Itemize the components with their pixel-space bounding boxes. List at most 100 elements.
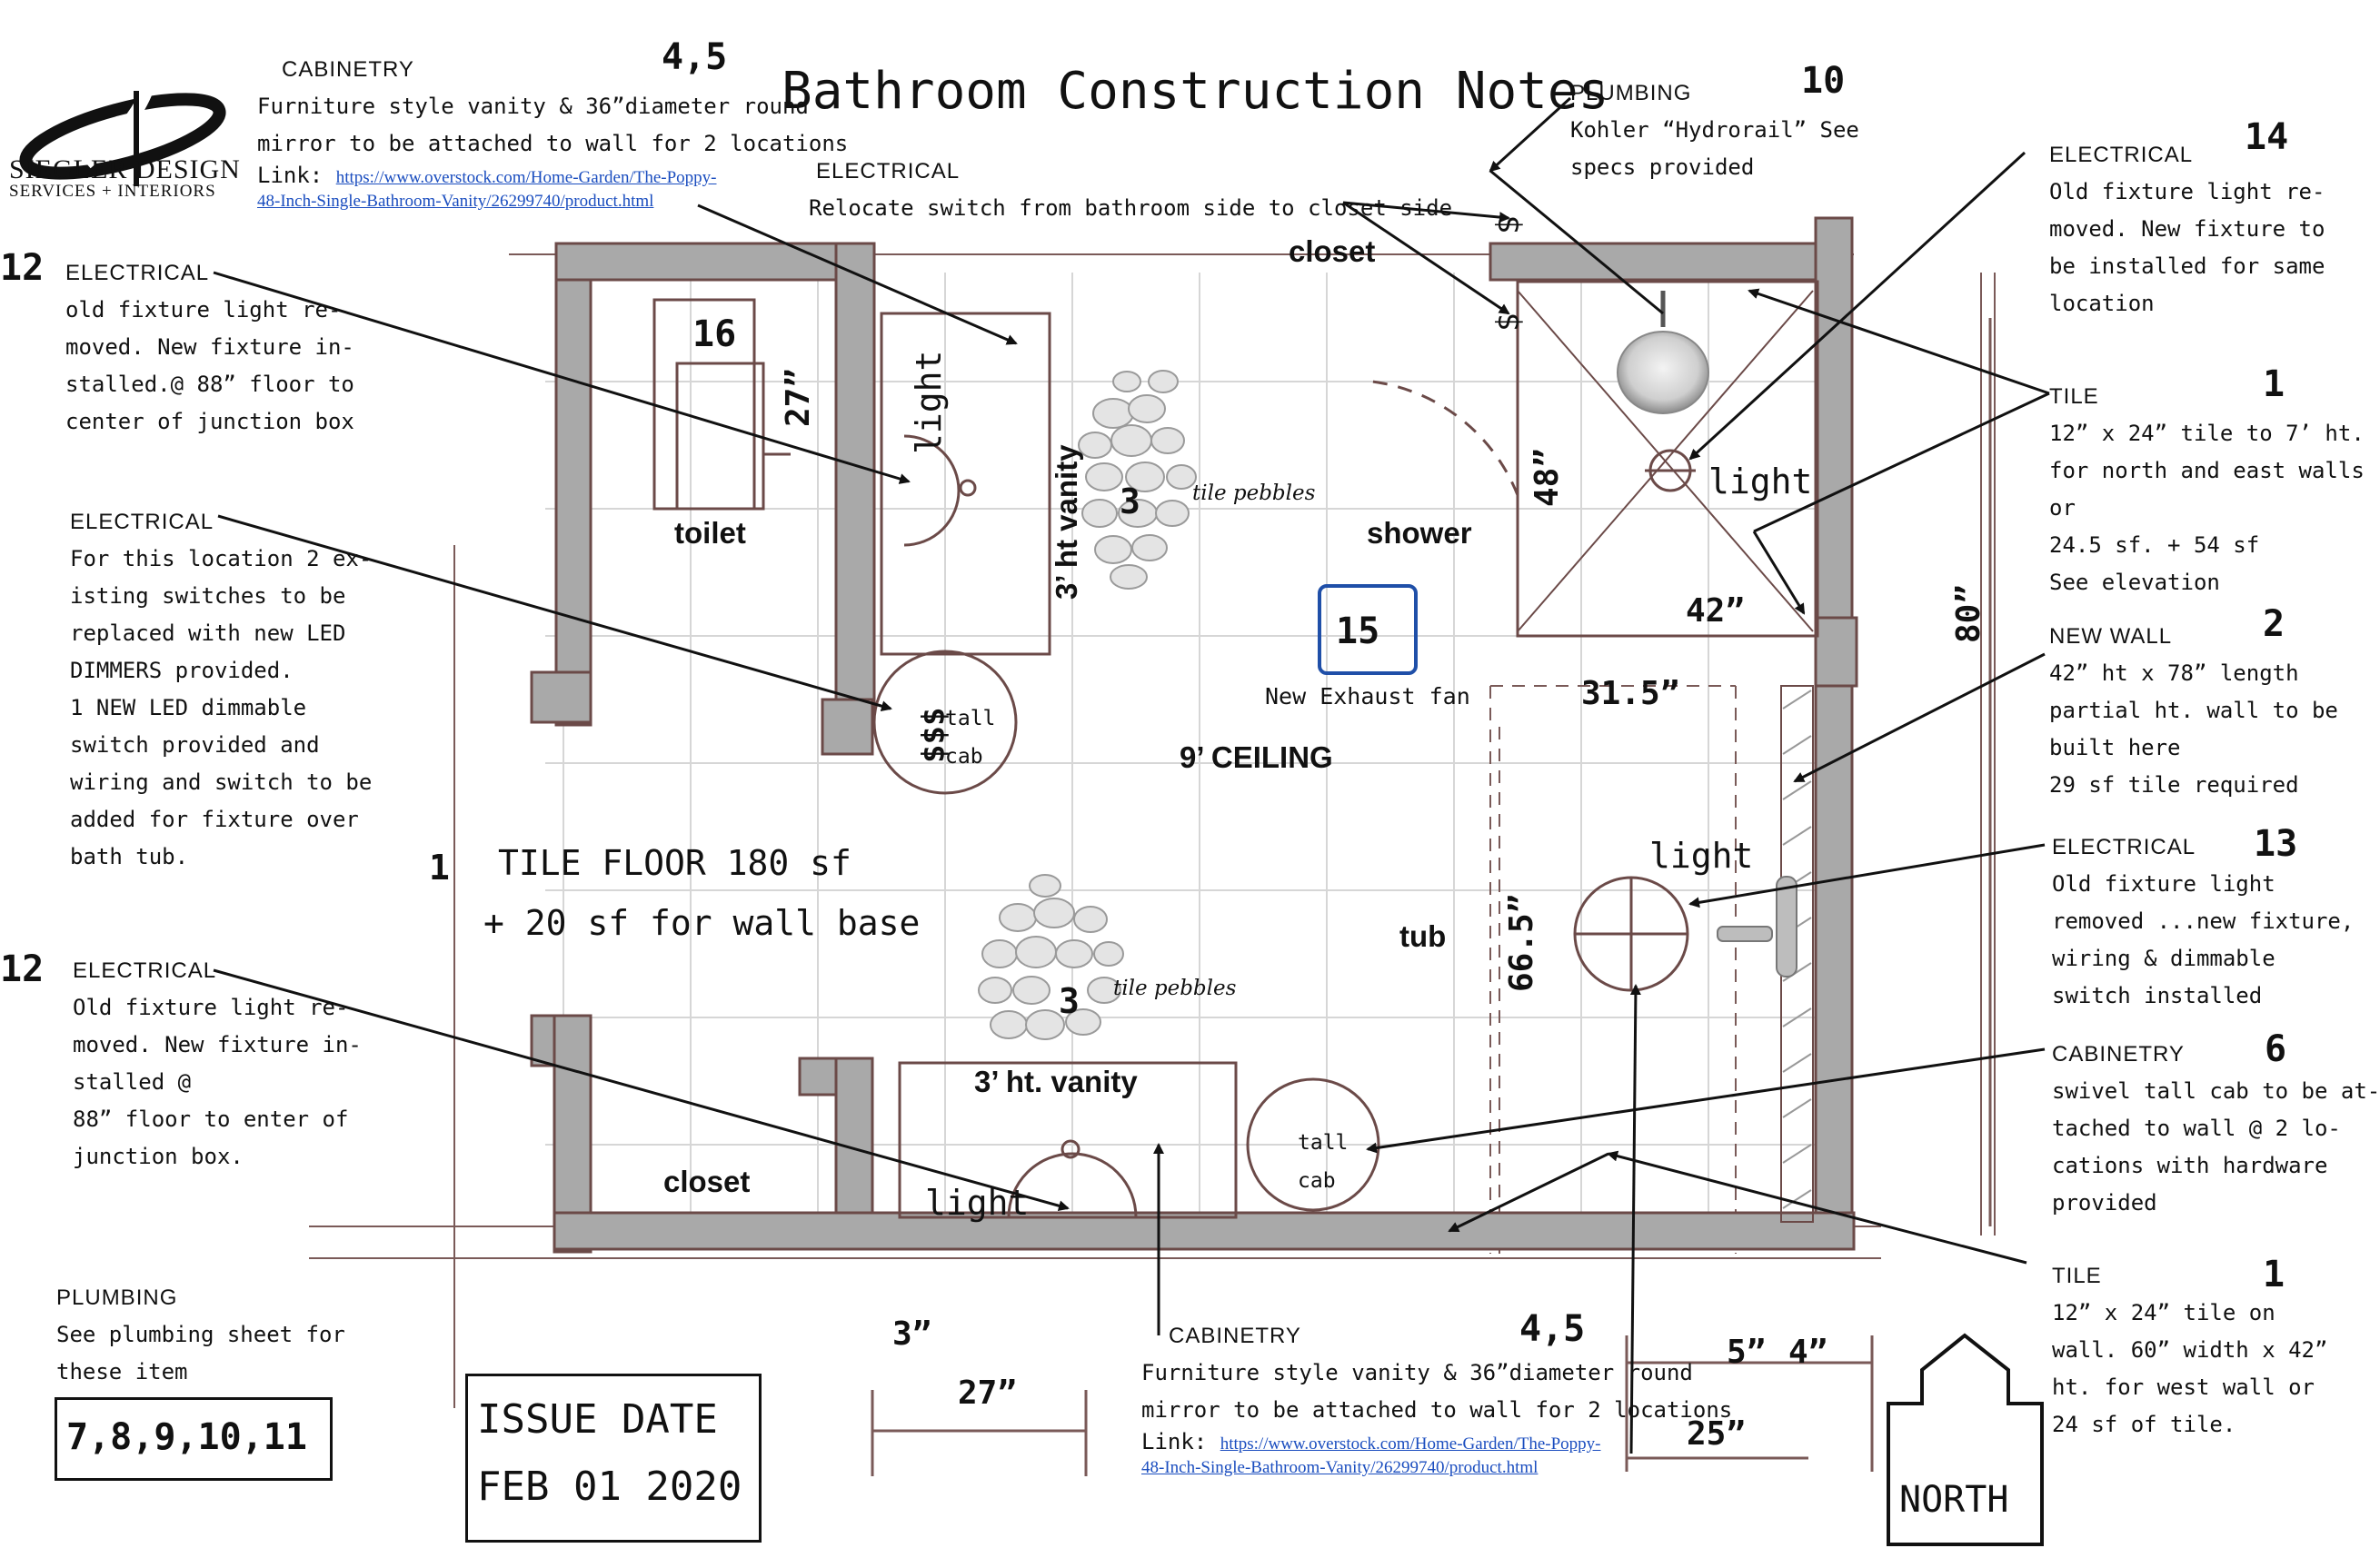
- note-line: Old fixture light: [2052, 871, 2275, 897]
- note-line: junction box.: [73, 1144, 244, 1169]
- dimension-label: 27”: [958, 1374, 1018, 1412]
- note-heading: ELECTRICAL: [65, 261, 210, 285]
- note-tile-1b: TILE 12” x 24” tile on wall. 60” width x…: [2052, 1257, 2327, 1444]
- pebbles-label: tile pebbles: [1113, 977, 1237, 1000]
- note-number: 2: [2263, 603, 2285, 645]
- floor-plan-drawing: [19, 91, 2050, 1546]
- product-link[interactable]: https://www.overstock.com/Home-Garden/Th…: [1220, 1434, 1601, 1454]
- dimension-label: 3”: [892, 1315, 932, 1353]
- item-16-label: 16: [692, 313, 737, 355]
- note-line: For this location 2 ex-: [70, 546, 373, 571]
- note-line: or: [2049, 495, 2076, 521]
- plumbing-items-box: 7,8,9,10,11: [55, 1397, 333, 1481]
- note-line: center of junction box: [65, 409, 354, 434]
- note-line: specs provided: [1570, 154, 1755, 180]
- leader-arrows: [213, 96, 2050, 1454]
- note-line: ht. for west wall or: [2052, 1374, 2315, 1400]
- note-line: location: [2049, 291, 2155, 316]
- dimension-label: 66.5”: [1503, 893, 1540, 992]
- note-cabinetry-bottom: CABINETRY Furniture style vanity & 36”di…: [1141, 1317, 1732, 1479]
- note-line: Furniture style vanity & 36”diameter rou…: [1141, 1360, 1693, 1385]
- exhaust-fan-label: New Exhaust fan: [1265, 683, 1470, 710]
- note-line: provided: [2052, 1190, 2157, 1216]
- note-line: switch installed: [2052, 983, 2263, 1008]
- note-line: be installed for same: [2049, 253, 2325, 279]
- note-line: mirror to be attached to wall for 2 loca…: [1141, 1397, 1733, 1423]
- exhaust-fan-number: 15: [1336, 610, 1380, 652]
- light-label: light: [909, 350, 949, 454]
- note-link-row: Link: https://www.overstock.com/Home-Gar…: [1141, 1429, 1732, 1457]
- logo-line-2: SERVICES + INTERIORS: [9, 182, 216, 201]
- note-number: 4,5: [662, 36, 728, 78]
- switch-symbol: $: [1490, 215, 1527, 234]
- link-label: Link:: [1141, 1429, 1208, 1454]
- note-plumbing-bottom: PLUMBING See plumbing sheet for these it…: [56, 1279, 345, 1391]
- note-line: moved. New fixture to: [2049, 216, 2325, 242]
- vanity-bottom-label: 3’ ht. vanity: [974, 1065, 1138, 1098]
- dimension-label: 42”: [1686, 592, 1746, 630]
- note-line: old fixture light re-: [65, 297, 342, 323]
- product-link[interactable]: https://www.overstock.com/Home-Garden/Th…: [335, 168, 717, 187]
- note-heading: ELECTRICAL: [2049, 143, 2194, 167]
- note-line: 29 sf tile required: [2049, 772, 2299, 798]
- dimension-label: 80”: [1950, 583, 1987, 643]
- triple-switch-symbol: $$$: [916, 707, 952, 763]
- note-line: cations with hardware: [2052, 1153, 2328, 1178]
- north-arrow-icon: [1887, 1333, 2044, 1546]
- note-heading: ELECTRICAL: [70, 510, 214, 534]
- note-line: tached to wall @ 2 lo-: [2052, 1116, 2341, 1141]
- note-heading: TILE: [2052, 1264, 2102, 1288]
- note-line: DIMMERS provided.: [70, 658, 294, 683]
- pebbles-label: tile pebbles: [1192, 481, 1316, 505]
- note-line: See elevation: [2049, 570, 2220, 595]
- floor-note-line-1: TILE FLOOR 180 sf: [498, 843, 851, 883]
- note-heading: PLUMBING: [56, 1285, 178, 1310]
- note-new-wall: NEW WALL 42” ht x 78” length partial ht.…: [2049, 618, 2338, 804]
- note-heading: CABINETRY: [1169, 1324, 1301, 1348]
- note-number: 6: [2265, 1028, 2287, 1070]
- light-label: light: [925, 1183, 1030, 1223]
- note-electrical-12a: ELECTRICAL old fixture light re- moved. …: [65, 254, 354, 441]
- note-number: 12: [0, 948, 45, 990]
- tile-pebbles-bottom: [978, 874, 1124, 1040]
- tall-cab-label: tall: [1298, 1131, 1349, 1155]
- dimension-label: 48”: [1529, 447, 1566, 507]
- note-line: 1 NEW LED dimmable: [70, 695, 307, 720]
- dimension-lines: [871, 318, 1992, 1476]
- plumbing-items: 7,8,9,10,11: [66, 1416, 307, 1458]
- note-heading: CABINETRY: [282, 57, 414, 82]
- tub-label: tub: [1399, 919, 1447, 953]
- note-line: 12” x 24” tile to 7’ ht.: [2049, 421, 2365, 446]
- pebbles-number: 3: [1059, 981, 1080, 1021]
- note-line: 24 sf of tile.: [2052, 1412, 2236, 1437]
- note-line: Old fixture light re-: [73, 995, 349, 1020]
- note-line: wiring & dimmable: [2052, 946, 2275, 971]
- dimension-label: 5”: [1727, 1334, 1767, 1371]
- note-electrical-13: ELECTRICAL Old fixture light removed ...…: [2052, 829, 2354, 1015]
- tub-faucet-image: [1717, 876, 1797, 978]
- note-line: replaced with new LED: [70, 620, 346, 646]
- tile-pebbles-top: [1078, 370, 1197, 590]
- dimension-label: 31.5”: [1581, 675, 1680, 712]
- note-line: 24.5 sf. + 54 sf: [2049, 532, 2260, 558]
- note-line: partial ht. wall to be: [2049, 698, 2338, 723]
- product-link-cont[interactable]: 48-Inch-Single-Bathroom-Vanity/26299740/…: [1141, 1458, 1539, 1477]
- dimension-label: 27”: [780, 367, 817, 427]
- note-line: 42” ht x 78” length: [2049, 660, 2299, 686]
- note-line: moved. New fixture in-: [65, 334, 354, 360]
- note-line: Old fixture light re-: [2049, 179, 2325, 204]
- shower-fixture: [1371, 280, 1819, 638]
- note-tile-1a: TILE 12” x 24” tile to 7’ ht. for north …: [2049, 378, 2365, 601]
- note-line: moved. New fixture in-: [73, 1032, 362, 1057]
- issue-date-label: ISSUE DATE: [477, 1396, 718, 1443]
- note-link-row: Link: https://www.overstock.com/Home-Gar…: [257, 163, 848, 191]
- logo-line-1: SIEGLER DESIGN: [9, 154, 241, 184]
- note-line: switch provided and: [70, 732, 320, 758]
- note-line: Kohler “Hydrorail” See: [1570, 117, 1859, 143]
- note-line: stalled.@ 88” floor to: [65, 372, 354, 397]
- note-line: for north and east walls: [2049, 458, 2365, 483]
- note-line: isting switches to be: [70, 583, 346, 609]
- tall-cab-label: cab: [1298, 1169, 1336, 1193]
- note-number: 14: [2245, 116, 2289, 158]
- product-link-cont[interactable]: 48-Inch-Single-Bathroom-Vanity/26299740/…: [257, 192, 654, 211]
